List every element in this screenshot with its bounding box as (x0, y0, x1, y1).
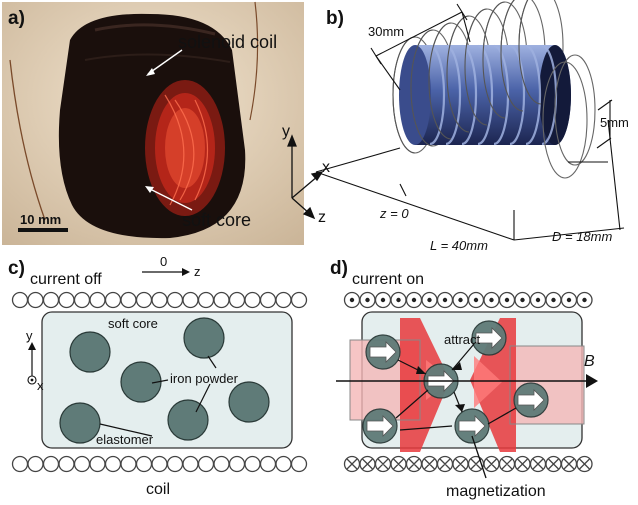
elastomer-label: elastomer (96, 432, 154, 447)
panel-c: c) current off 0 z (8, 254, 308, 498)
magnetization-pointer (471, 435, 487, 479)
core-pointer (147, 187, 193, 211)
svg-text:z: z (194, 264, 201, 279)
coil-bottom-row (11, 455, 308, 473)
dim-L: L = 40mm (430, 238, 488, 253)
panel-c-tag: c) (8, 258, 25, 279)
coil-top-row (11, 291, 308, 309)
magnetization-label: magnetization (446, 483, 546, 500)
iron-particles (59, 317, 270, 444)
axis-x-c: x (37, 378, 44, 393)
z-axis-indicator: 0 z (142, 254, 201, 279)
dim-length-top: 30mm (368, 24, 404, 39)
coil-label-c: coil (146, 481, 170, 498)
dimension-lines (315, 3, 625, 241)
panel-a-tag: a) (8, 8, 25, 29)
coil-pointer (147, 49, 183, 75)
axis-z-b: z (318, 209, 326, 226)
lead-wire (9, 59, 46, 221)
axis-y-b: y (282, 123, 290, 140)
axes-2d (27, 342, 37, 385)
field-label: B (584, 353, 595, 370)
dim-D: D = 18mm (552, 229, 612, 244)
attract-label: attract (444, 332, 481, 347)
iron-particle (59, 402, 101, 444)
scale-bar-label: 10 mm (20, 212, 61, 227)
iron-particle (120, 361, 162, 403)
soft-core-label: soft core (182, 210, 251, 230)
cylinder-core (399, 44, 571, 146)
dim-z0: z = 0 (379, 206, 409, 221)
axis-y-c: y (26, 328, 33, 343)
panel-b-tag: b) (326, 8, 344, 29)
panel-d-tag: d) (330, 258, 348, 279)
current-off-label: current off (30, 271, 102, 288)
panel-b: b) (282, 0, 629, 253)
soft-core-label-c: soft core (108, 316, 158, 331)
current-on-label: current on (352, 271, 424, 288)
iron-pointers (99, 355, 217, 437)
axis-x-b: x (322, 159, 330, 176)
scale-bar (18, 228, 68, 232)
axes-3d (287, 134, 324, 220)
panel-d: d) current on (330, 258, 598, 500)
solenoid-coil-label: solenoid coil (178, 32, 277, 52)
iron-particle (167, 399, 209, 441)
iron-particle (228, 381, 270, 423)
iron-particle (69, 331, 111, 373)
iron-particles-on (362, 320, 549, 444)
dim-gap: 5mm (600, 115, 629, 130)
panel-a: a) solenoid coil soft core 10 mm (2, 1, 304, 245)
coil-top-row-dot (343, 291, 593, 309)
iron-powder-label: iron powder (170, 371, 239, 386)
coil-bottom-row-cross (343, 455, 593, 473)
field-arrowhead (586, 374, 598, 388)
svg-text:0: 0 (160, 254, 167, 269)
coil-loops-front (392, 0, 542, 154)
iron-particle (183, 317, 225, 359)
